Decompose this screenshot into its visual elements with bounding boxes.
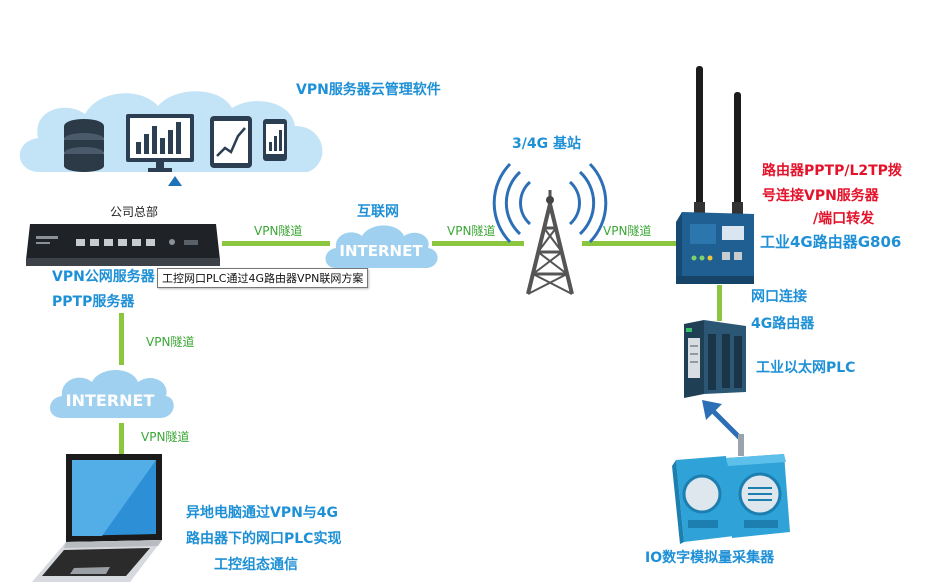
vpn-tunnel-label-3: VPN隧道 (603, 224, 652, 238)
headquarters-label: 公司总部 (110, 205, 159, 219)
cloud-pointer-arrow (168, 176, 182, 186)
laptop-icon (32, 454, 162, 582)
remote-pc-desc-line1: 异地电脑通过VPN与4G (186, 505, 339, 521)
vpn-tunnel-label-4: VPN隧道 (146, 335, 195, 349)
router-g806-device (676, 66, 754, 284)
database-icon (64, 119, 104, 172)
vpn-server-label-line2: PPTP服务器 (52, 294, 135, 310)
io-collector-label: IO数字模拟量采集器 (645, 550, 775, 566)
vpn-tunnel-label-2: VPN隧道 (447, 224, 496, 238)
remote-pc-desc-line2: 路由器下的网口PLC实现 (186, 531, 342, 547)
cloud-software-title: VPN服务器云管理软件 (296, 82, 441, 98)
internet-cloud-top-text: INTERNET (339, 242, 423, 260)
arrow-collector-to-plc (702, 400, 742, 440)
router-desc-line1: 路由器PPTP/L2TP拨 (762, 163, 902, 179)
ethernet-link-line1: 网口连接 (751, 289, 807, 305)
link-server-internet-left (119, 313, 124, 365)
vpn-server-label-line1: VPN公网服务器 (52, 269, 155, 285)
diagram-tooltip: 工控网口PLC通过4G路由器VPN联网方案 (157, 268, 369, 288)
vpn-server-device (26, 224, 220, 266)
internet-cloud-top: INTERNET (325, 225, 438, 268)
vpn-tunnel-label-1: VPN隧道 (254, 224, 303, 238)
link-server-internet (222, 241, 330, 246)
link-tower-router (582, 241, 678, 246)
internet-title: 互联网 (357, 204, 399, 220)
ethernet-link-line2: 4G路由器 (751, 316, 815, 332)
link-internet-left-laptop (119, 423, 124, 455)
remote-pc-desc-line3: 工控组态通信 (214, 557, 298, 573)
link-internet-tower (432, 241, 524, 246)
plc-device (684, 320, 746, 398)
antenna-tower-icon (492, 162, 608, 295)
plc-label: 工业以太网PLC (756, 360, 856, 376)
router-desc-line2: 号连接VPN服务器 (762, 188, 879, 204)
io-collector-device (672, 434, 790, 544)
tablet-chart-icon (210, 116, 252, 168)
monitor-chart-icon (126, 114, 194, 172)
internet-cloud-left: INTERNET (50, 370, 174, 418)
router-name-label: 工业4G路由器G806 (760, 233, 902, 251)
link-router-plc (717, 285, 722, 321)
base-station-title: 3/4G 基站 (512, 136, 581, 152)
vpn-tunnel-label-5: VPN隧道 (141, 430, 190, 444)
internet-cloud-left-text: INTERNET (66, 391, 155, 410)
router-desc-line3: /端口转发 (813, 211, 875, 227)
phone-chart-icon (263, 119, 287, 161)
